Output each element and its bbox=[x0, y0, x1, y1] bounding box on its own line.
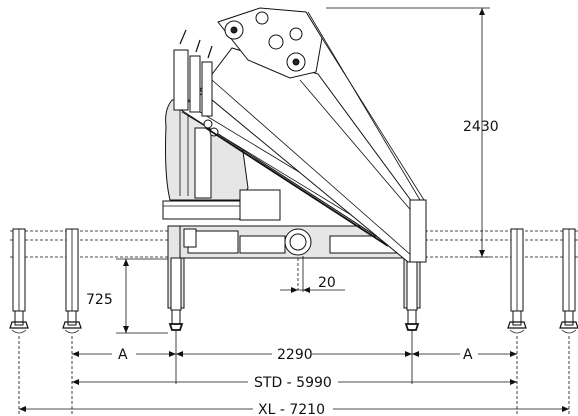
stabiliser-leg-std-right bbox=[507, 228, 527, 416]
dim-row-inner: A 2290 A bbox=[72, 347, 517, 363]
dim-row-std: STD - 5990 bbox=[72, 375, 517, 391]
dim-total-height: 2430 bbox=[326, 7, 499, 258]
dim-label-std-span: STD - 5990 bbox=[254, 375, 332, 391]
dim-label-xl-span: XL - 7210 bbox=[258, 402, 325, 416]
dim-label-a-left: A bbox=[118, 347, 128, 363]
dim-label-a-right: A bbox=[463, 347, 473, 363]
dim-label-inner-span: 2290 bbox=[277, 347, 313, 363]
dim-offset: 20 bbox=[280, 256, 345, 293]
dim-row-xl: XL - 7210 bbox=[19, 402, 569, 416]
dim-leg-height: 725 bbox=[86, 258, 168, 334]
dim-label-offset: 20 bbox=[318, 275, 336, 291]
crane-boom bbox=[173, 7, 427, 263]
stabiliser-leg-std-left bbox=[62, 228, 82, 416]
stabiliser-leg-xl-right bbox=[559, 228, 578, 416]
dim-label-height-total: 2430 bbox=[463, 119, 499, 135]
stabiliser-leg-xl-left bbox=[9, 228, 29, 416]
dim-label-leg-height: 725 bbox=[86, 292, 113, 308]
